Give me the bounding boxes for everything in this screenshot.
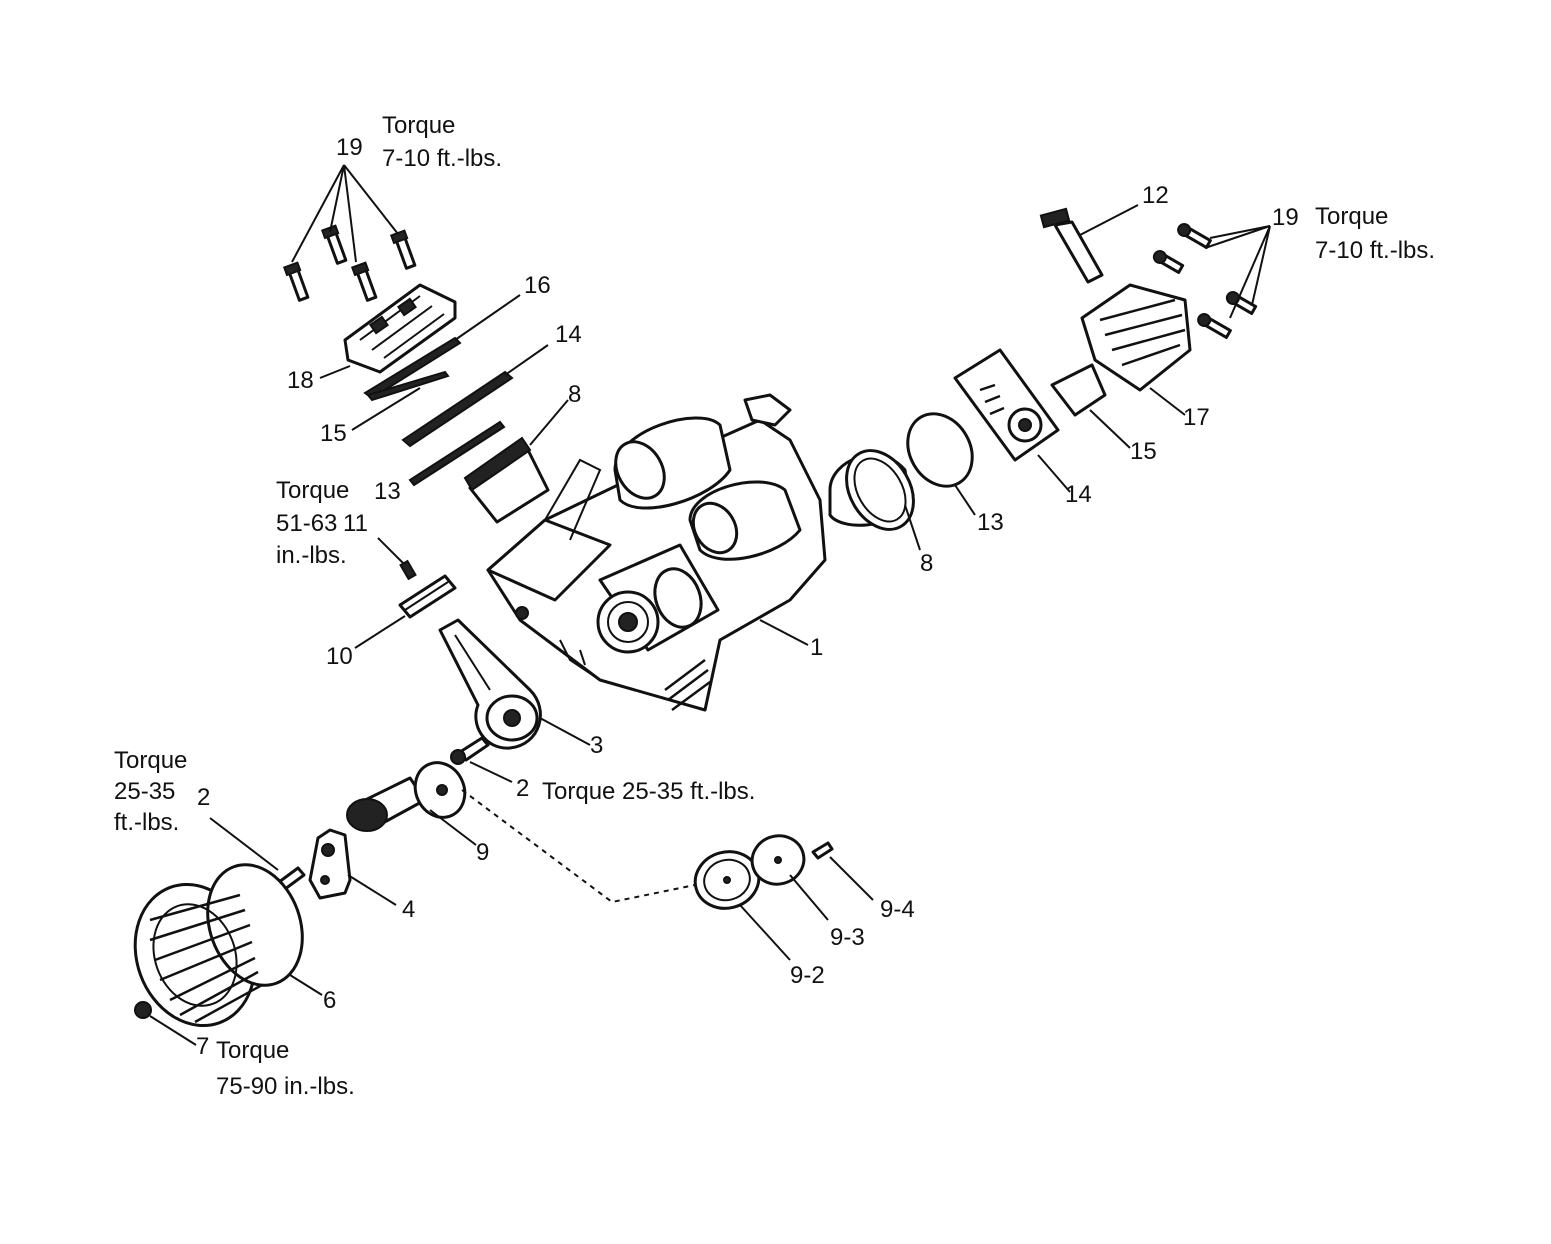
bolt-set-19-right — [1152, 223, 1271, 339]
gasket-15-left — [351, 370, 450, 431]
torque-2-left-title: Torque — [114, 747, 187, 774]
torque-19-right-value: 7-10 ft.-lbs. — [1315, 237, 1435, 264]
callout-9-3: 9-3 — [830, 924, 865, 951]
cup-9-3 — [750, 834, 829, 921]
o-ring-13-right — [906, 412, 976, 516]
callout-9: 9 — [476, 839, 489, 866]
torque-11-unit: in.-lbs. — [276, 542, 347, 569]
bolt-2-center — [450, 736, 513, 783]
fitting-12 — [1039, 204, 1139, 284]
torque-7-value: 75-90 in.-lbs. — [216, 1073, 355, 1100]
screw-11 — [377, 537, 417, 581]
cylinder-sleeve-8-right — [828, 449, 921, 551]
screw-7 — [134, 1001, 197, 1046]
callout-15-left: 15 — [320, 420, 347, 447]
callout-18: 18 — [287, 367, 314, 394]
assembly-dash-line — [461, 789, 701, 904]
callout-6: 6 — [323, 987, 336, 1014]
callout-10: 10 — [326, 643, 353, 670]
crankcase-1 — [486, 393, 827, 712]
callout-8-left: 8 — [568, 381, 581, 408]
connecting-rod-3 — [438, 618, 591, 750]
valve-plate-14-right — [953, 348, 1071, 493]
callout-9-2: 9-2 — [790, 962, 825, 989]
piston-9 — [346, 761, 477, 846]
torque-19-right-title: Torque — [1315, 203, 1388, 230]
callout-11: 11 — [343, 510, 368, 537]
torque-11-title: Torque — [276, 477, 349, 504]
callout-15-right: 15 — [1130, 438, 1157, 465]
callout-19-right: 19 — [1272, 204, 1299, 231]
screw-9-4 — [811, 841, 874, 901]
cylinder-head-17 — [1080, 283, 1192, 416]
valve-plate-14-left — [401, 344, 549, 448]
callout-13-left: 13 — [374, 478, 401, 505]
torque-2-left-value: 25-35 — [114, 778, 175, 805]
callout-17: 17 — [1183, 404, 1210, 431]
callout-4: 4 — [402, 896, 415, 923]
callout-14-left: 14 — [555, 321, 582, 348]
cylinder-sleeve-8-left — [463, 399, 569, 524]
bolt-set-19-left — [282, 164, 417, 302]
torque-7-title: Torque — [216, 1037, 289, 1064]
fan-6 — [133, 863, 323, 1028]
torque-19-left-value: 7-10 ft.-lbs. — [382, 145, 502, 172]
callout-7: 7 — [196, 1033, 209, 1060]
callout-16: 16 — [524, 272, 551, 299]
torque-2-left-unit: ft.-lbs. — [114, 809, 179, 836]
callout-3: 3 — [590, 732, 603, 759]
torque-2-right: Torque 25-35 ft.-lbs. — [542, 778, 755, 805]
eccentric-4 — [308, 828, 397, 906]
gasket-15-right — [1050, 363, 1131, 449]
callout-2-center: 2 — [516, 775, 529, 802]
callout-8-right: 8 — [920, 550, 933, 577]
gasket-13-left — [408, 420, 506, 487]
callout-9-4: 9-4 — [880, 896, 915, 923]
callout-1: 1 — [810, 634, 823, 661]
torque-19-left-title: Torque — [382, 112, 455, 139]
cylinder-head-18 — [319, 283, 457, 379]
callout-19-left: 19 — [336, 134, 363, 161]
callout-14-right: 14 — [1065, 481, 1092, 508]
torque-11-value: 51-63 — [276, 510, 337, 537]
callout-2-left: 2 — [197, 784, 210, 811]
callout-12: 12 — [1142, 182, 1169, 209]
callout-13-right: 13 — [977, 509, 1004, 536]
wrist-pin-10 — [354, 574, 457, 649]
